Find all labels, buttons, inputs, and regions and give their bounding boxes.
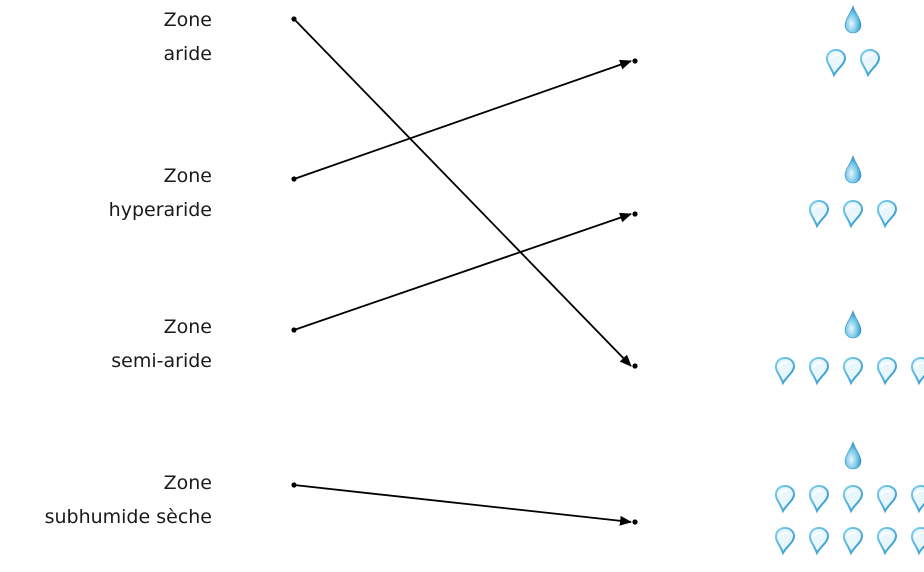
water-drop-outline-icon [910,357,924,386]
water-drop-outline-icon [808,527,830,556]
water-drop-outline-icon [842,200,864,229]
water-drop-outline-icon [842,357,864,386]
connection-arrow [293,18,632,367]
target-dot [632,211,638,217]
zone-label-subhumide-seche: Zone subhumide sèche [45,466,212,534]
water-drop-outline-icon [808,200,830,229]
water-drop-outline-icon [808,357,830,386]
zone-label-line2: hyperaride [108,199,212,221]
water-drop-icon [844,309,862,339]
zone-label-aride: Zone aride [164,3,212,71]
water-drop-outline-icon [859,49,881,78]
water-drop-outline-icon [842,485,864,514]
water-drop-outline-icon [876,200,898,229]
zone-label-line2: aride [163,43,212,65]
water-drop-outline-icon [825,49,847,78]
connection-arrow [293,212,632,331]
zone-label-hyperaride: Zone hyperaride [109,159,212,227]
water-drop-icon [844,440,862,470]
zone-label-line1: Zone [163,165,212,187]
zone-label-line1: Zone [163,9,212,31]
water-drop-icon [844,4,862,34]
water-drop-outline-icon [842,527,864,556]
water-drop-outline-icon [910,485,924,514]
water-drop-outline-icon [774,485,796,514]
water-drop-outline-icon [876,485,898,514]
water-drop-outline-icon [876,527,898,556]
zone-label-line1: Zone [163,316,212,338]
zone-label-line2: semi-aride [111,350,212,372]
zone-label-line2: subhumide sèche [44,506,212,528]
water-drop-outline-icon [876,357,898,386]
water-drop-outline-icon [774,357,796,386]
water-drop-outline-icon [774,527,796,556]
connection-arrow [293,484,632,526]
target-dot [632,519,638,525]
water-drop-outline-icon [910,527,924,556]
zone-label-semi-aride: Zone semi-aride [111,310,212,378]
target-dot [632,58,638,64]
water-drop-outline-icon [808,485,830,514]
target-dot [632,363,638,369]
water-drop-icon [844,154,862,184]
zone-label-line1: Zone [163,472,212,494]
connection-arrow [293,59,632,180]
